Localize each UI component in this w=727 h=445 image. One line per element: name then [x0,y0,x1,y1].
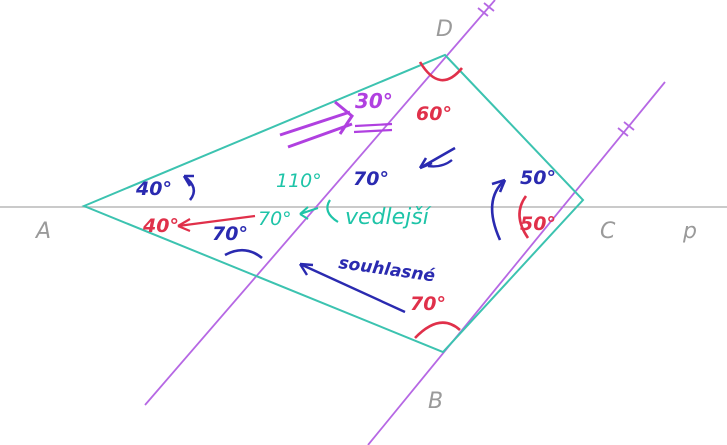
angle-label-d-red: 60° [416,103,452,125]
point-label-d: D [436,17,453,42]
arrow-blue-corresponding [298,262,406,314]
point-label-b: B [428,389,443,414]
angle-label-a-blue: 40° [135,178,172,200]
parallel-tick-marks-right [617,121,635,137]
angle-arc-d [418,61,464,82]
angle-arc-b [414,321,461,339]
point-label-a: A [34,219,51,244]
parallel-tick-marks-top [477,2,495,17]
angle-arc-teal [326,199,339,223]
parallel-line-through-b [367,81,666,445]
angle-arc-a-left [224,248,263,260]
word-corresponding: souhlasné [337,253,436,286]
arrow-blue-a [182,174,196,201]
arrow-red-to-a [177,214,256,233]
angle-label-center-blue: 70° [353,168,389,190]
arrow-teal-left [299,206,319,220]
angle-label-left-teal: 70° [258,208,292,230]
angle-label-b-red: 70° [410,293,446,315]
arrow-blue-c [490,178,507,241]
angle-label-d-purple: 30° [355,89,393,113]
point-label-c: C [600,219,616,244]
word-adjacent: vedlejší [345,205,432,230]
angle-label-left-blue: 70° [212,223,248,245]
angle-label-supplementary-teal: 110° [276,170,322,192]
arrow-purple-double [279,100,355,149]
point-label-p: p [682,219,697,244]
arrow-blue-center [418,146,456,170]
angle-label-c-blue: 50° [520,167,556,189]
angle-arc-center [427,159,453,168]
angle-arc-c [518,195,530,239]
angle-label-a-red: 40° [142,215,179,237]
underline-30 [353,122,393,134]
parallel-line-through-d [144,0,496,406]
angle-label-c-red: 50° [520,213,556,235]
quadrilateral-adcb [81,53,585,354]
